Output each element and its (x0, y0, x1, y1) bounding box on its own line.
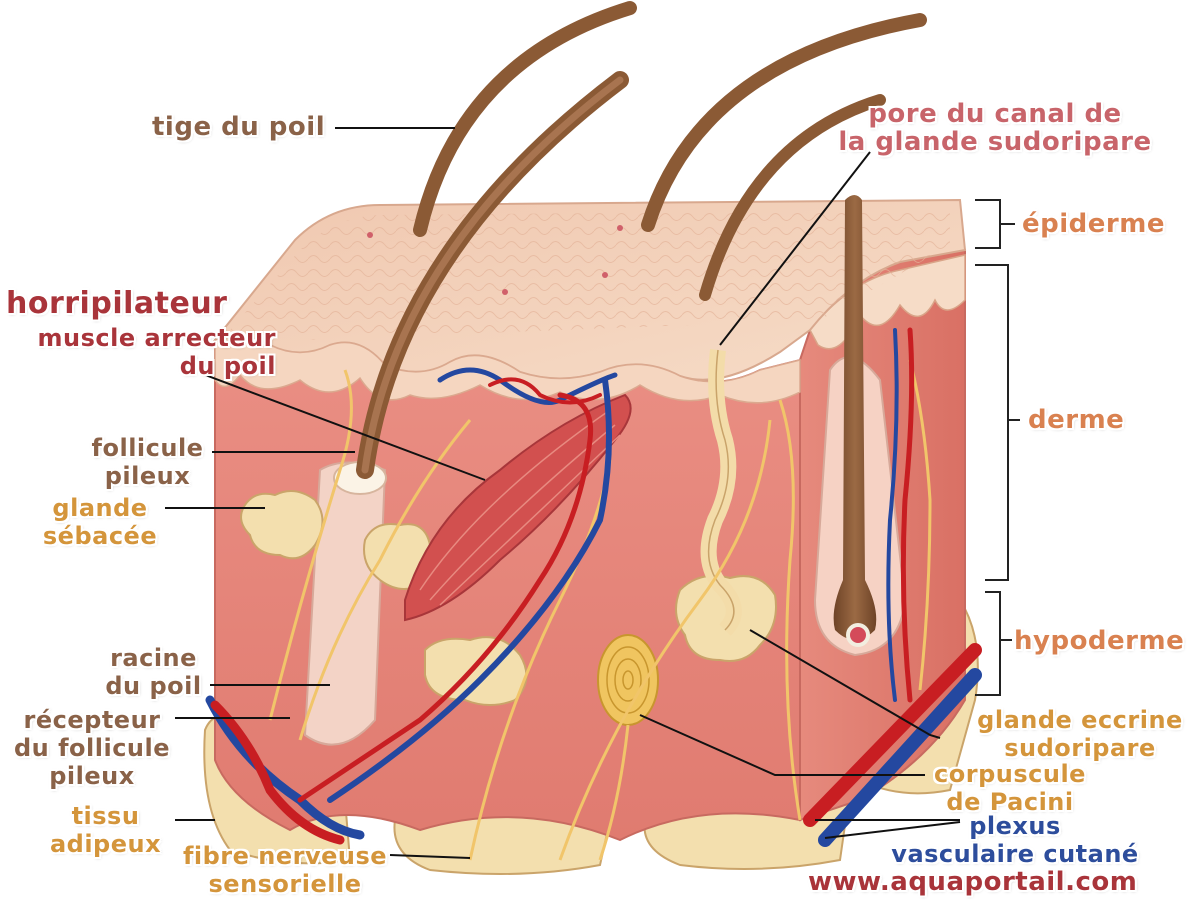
label-sweat-pore: pore du canal de la glande sudoripare (830, 100, 1160, 156)
label-hair-root-line1: racine (110, 644, 197, 672)
label-adipose-line1: tissu (71, 802, 140, 830)
blood-vessels (205, 327, 982, 847)
label-receptor-line2: du follicule (13, 734, 171, 762)
arrector-pili-muscle (404, 393, 632, 622)
label-hair-root-line2: du poil (105, 672, 202, 700)
label-arrector-title: horripilateur (6, 286, 228, 321)
label-plexus-line2: vasculaire cutané (891, 840, 1139, 868)
label-adipose-tissue: tissu adipeux (38, 802, 173, 858)
label-nerve-line1: fibre nerveuse (182, 842, 388, 870)
leader-lines (165, 127, 961, 859)
layer-brackets (975, 199, 1020, 696)
label-arrector-line2: du poil (179, 352, 276, 380)
label-hypodermis: hypoderme (1014, 626, 1185, 656)
label-sebaceous-line1: glande (52, 494, 148, 522)
label-dermis: derme (1028, 405, 1125, 435)
label-sebaceous-line2: sébacée (42, 522, 158, 550)
label-pacini-line2: de Pacini (946, 788, 1074, 816)
label-nerve-line2: sensorielle (208, 870, 362, 898)
label-hair-root: racine du poil (96, 644, 211, 700)
label-eccrine-gland: glande eccrine sudoripare (960, 706, 1200, 762)
label-follicle-receptor: récepteur du follicule pileux (2, 706, 182, 790)
label-vascular-plexus: plexus vasculaire cutané (870, 812, 1160, 868)
label-adipose-line2: adipeux (49, 830, 162, 858)
label-receptor-line3: pileux (49, 762, 135, 790)
label-eccrine-line2: sudoripare (1004, 734, 1156, 762)
label-hair-shaft: tige du poil (152, 112, 326, 142)
website-watermark[interactable]: www.aquaportail.com (808, 867, 1138, 897)
label-hair-follicle-line1: follicule (91, 434, 204, 462)
label-hair-follicle-line2: pileux (104, 462, 191, 490)
label-epidermis: épiderme (1022, 209, 1165, 239)
label-arrector-line1: muscle arrecteur (37, 324, 276, 352)
label-plexus-line1: plexus (969, 812, 1061, 840)
label-eccrine-line1: glande eccrine (977, 706, 1183, 734)
label-sweat-pore-line1: pore du canal de (868, 99, 1122, 129)
label-arrector: muscle arrecteur du poil (4, 324, 276, 380)
label-pacini-line1: corpuscule (934, 760, 1086, 788)
label-hair-follicle: follicule pileux (80, 434, 215, 490)
hair-shafts (356, 1, 927, 479)
label-pacinian-corpuscle: corpuscule de Pacini (920, 760, 1100, 816)
pacinian-corpuscle (597, 634, 659, 726)
label-sensory-nerve: fibre nerveuse sensorielle (180, 842, 390, 898)
label-receptor-line1: récepteur (23, 706, 161, 734)
label-sweat-pore-line2: la glande sudoripare (838, 127, 1152, 157)
label-sebaceous-gland: glande sébacée (30, 494, 170, 550)
